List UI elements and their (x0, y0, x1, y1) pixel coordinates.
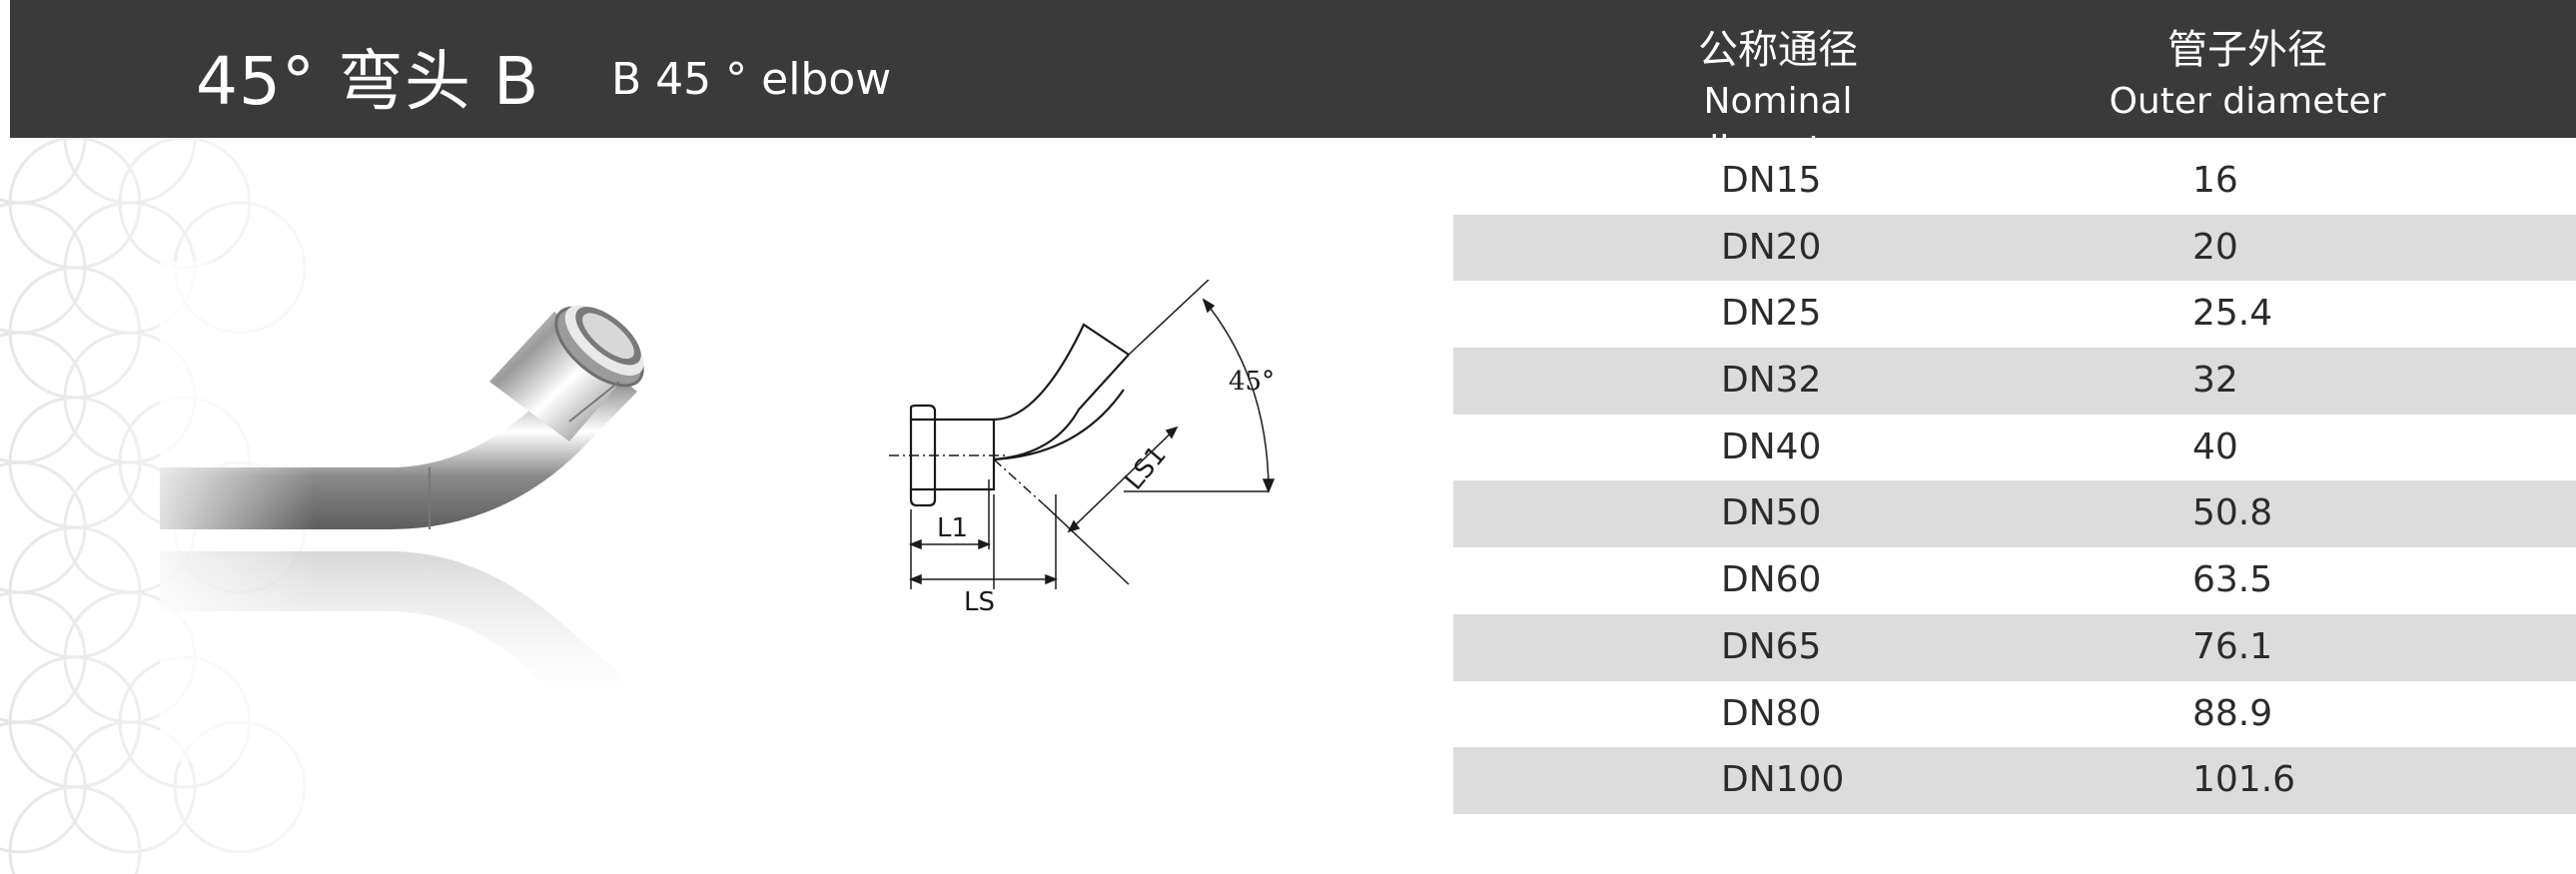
nominal-diameter-cell: DN32 (1721, 360, 1822, 402)
table-row: DN32 32 (1453, 348, 2576, 415)
column-header-nominal-en: Nominal diameter (1696, 81, 1860, 170)
table-row: DN100 101.6 (1453, 747, 2576, 814)
outer-diameter-cell: 50.8 (2192, 492, 2273, 534)
outer-diameter-cell: 63.5 (2192, 559, 2273, 601)
header-bar (10, 0, 2576, 138)
elbow-product-photo (160, 262, 779, 761)
table-row: DN25 25.4 (1453, 281, 2576, 348)
product-title: 45° 弯头 B (196, 43, 540, 120)
column-header-nominal-cn: 公称通径 (1698, 27, 1858, 73)
table-row: DN50 50.8 (1453, 480, 2576, 548)
table-row: DN20 20 (1453, 214, 2576, 282)
column-header-outer: 管子外径 Outer diameter (2098, 26, 2397, 126)
outer-diameter-cell: 76.1 (2192, 625, 2273, 667)
outer-diameter-cell: 16 (2192, 160, 2238, 201)
outer-diameter-cell: 20 (2192, 226, 2238, 268)
column-header-outer-en: Outer diameter (2109, 81, 2386, 122)
drawing-label-l1: L1 (937, 513, 968, 543)
nominal-diameter-cell: DN65 (1721, 625, 1822, 667)
drawing-label-ls1: LS1 (1119, 440, 1173, 496)
table-row: DN15 16 (1453, 148, 2576, 215)
drawing-label-angle: 45° (1229, 367, 1275, 397)
table-row: DN80 88.9 (1453, 681, 2576, 748)
nominal-diameter-cell: DN40 (1721, 426, 1822, 467)
table-row: DN40 40 (1453, 415, 2576, 481)
table-row: DN60 63.5 (1453, 547, 2576, 614)
outer-diameter-cell: 25.4 (2192, 293, 2273, 335)
outer-diameter-cell: 88.9 (2192, 692, 2273, 734)
column-header-outer-cn: 管子外径 (2167, 27, 2327, 73)
nominal-diameter-cell: DN80 (1721, 692, 1822, 734)
column-header-nominal: 公称通径 Nominal diameter (1618, 26, 1938, 174)
nominal-diameter-cell: DN50 (1721, 492, 1822, 534)
outer-diameter-cell: 32 (2192, 360, 2238, 402)
spec-table: DN15 16 DN20 20 DN25 25.4 DN32 32 DN40 4… (1453, 148, 2576, 814)
nominal-diameter-cell: DN15 (1721, 160, 1822, 201)
nominal-diameter-cell: DN20 (1721, 226, 1822, 268)
nominal-diameter-cell: DN100 (1721, 759, 1845, 801)
product-subtitle: B 45 ° elbow (611, 54, 892, 105)
outer-diameter-cell: 40 (2192, 426, 2238, 467)
nominal-diameter-cell: DN60 (1721, 559, 1822, 601)
table-row: DN65 76.1 (1453, 613, 2576, 681)
outer-diameter-cell: 101.6 (2192, 759, 2296, 801)
technical-drawing: L1 LS LS1 45° (879, 280, 1298, 619)
nominal-diameter-cell: DN25 (1721, 293, 1822, 335)
drawing-label-ls: LS (964, 587, 995, 617)
